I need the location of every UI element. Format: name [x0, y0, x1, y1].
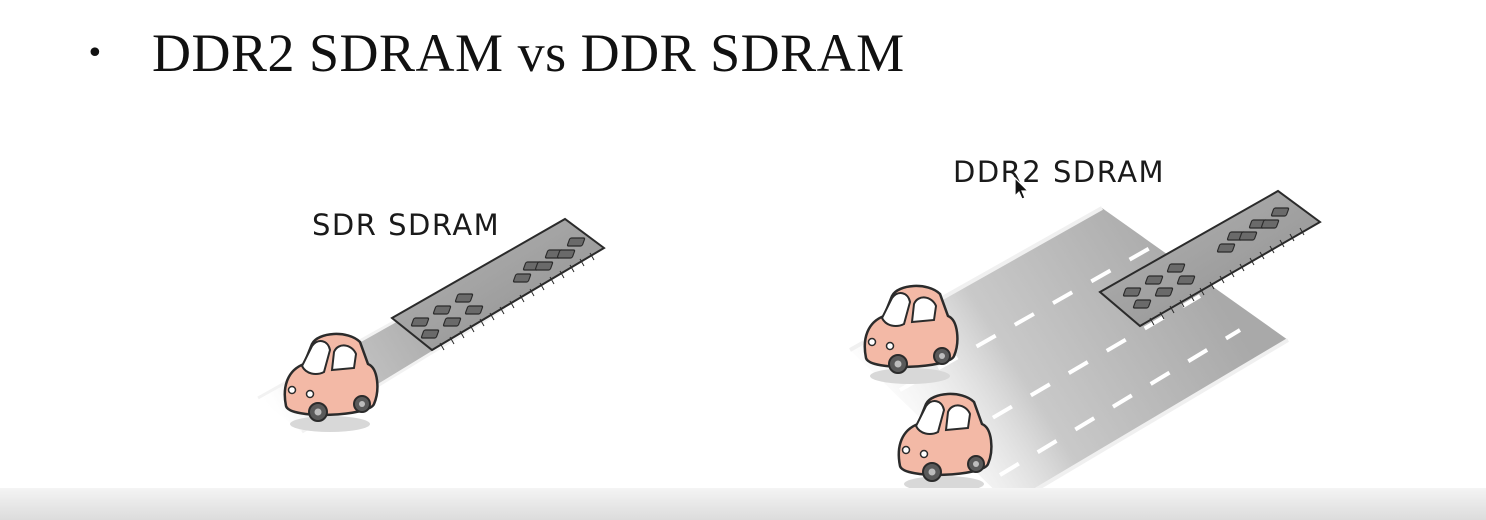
mouse-pointer-icon: [1014, 177, 1030, 201]
bottom-bar: [0, 488, 1486, 520]
ddr2-sdram-label: DDR2 SDRAM: [953, 155, 1165, 189]
sdr-sdram-label: SDR SDRAM: [312, 208, 500, 242]
